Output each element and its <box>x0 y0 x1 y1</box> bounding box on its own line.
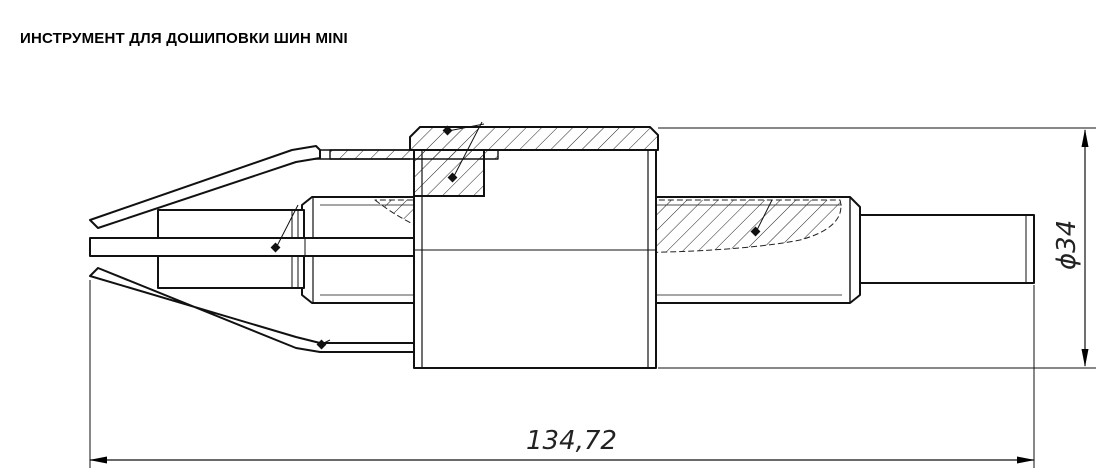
guide-strip <box>310 149 499 160</box>
diameter-dimension-label: ϕ34 <box>1052 220 1082 270</box>
callout-dots <box>270 125 761 350</box>
extension-lines <box>89 127 1096 468</box>
drawing-title: ИНСТРУМЕНТ ДЛЯ ДОШИПОВКИ ШИН MINI <box>20 30 348 47</box>
upper-jaw-arm <box>89 145 321 229</box>
output-shaft <box>859 214 1035 284</box>
length-dimension-label: 134,72 <box>526 426 617 456</box>
lower-jaw-arm <box>89 267 415 353</box>
callout-leaders <box>275 121 773 345</box>
center-pin <box>89 237 415 257</box>
